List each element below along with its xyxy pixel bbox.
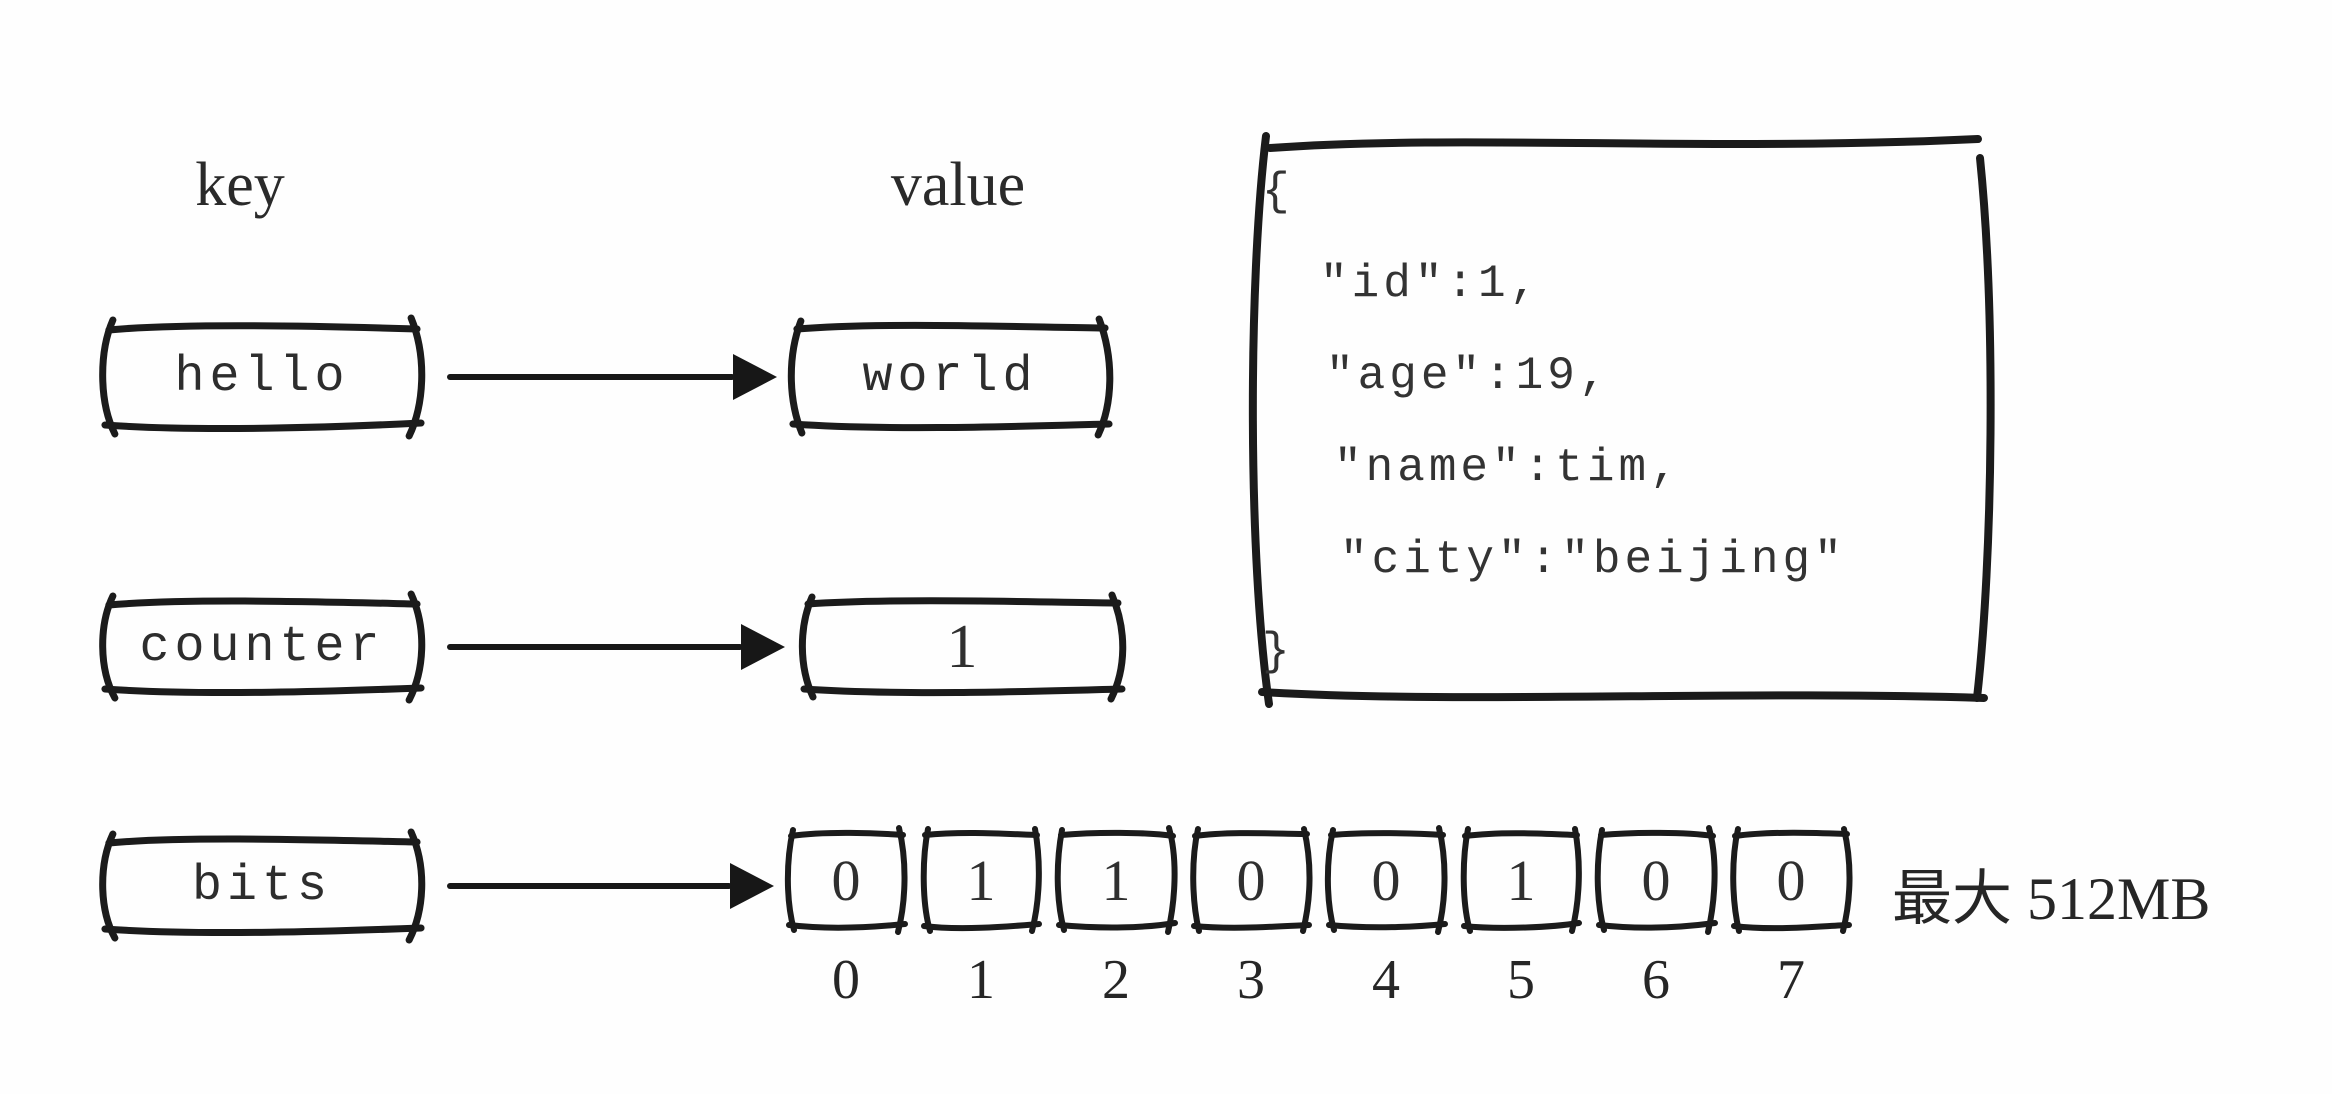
bit-index-6: 6 — [1642, 949, 1670, 1011]
json-content: { "id":1, "age":19, "name":tim, "city":"… — [1262, 146, 1982, 698]
key-box-bits: bits — [93, 831, 431, 941]
bit-index-0: 0 — [832, 949, 860, 1011]
bit-cell-3: 0 — [1186, 826, 1316, 934]
json-line-age: "age":19, — [1326, 350, 1611, 402]
sketch-border — [1321, 826, 1451, 934]
key-box-hello-label: hello — [174, 348, 350, 406]
sketch-border — [916, 826, 1046, 934]
json-line-name: "name":tim, — [1334, 442, 1682, 494]
sketch-border — [1051, 826, 1181, 934]
sketch-border — [1726, 826, 1856, 934]
value-box-one: 1 — [792, 593, 1132, 701]
sketch-border — [93, 317, 431, 437]
bit-value: 0 — [1776, 847, 1806, 913]
sketch-border — [1591, 826, 1721, 934]
json-line-close: } — [1262, 626, 1294, 678]
arrow-counter-to-one — [447, 644, 743, 650]
bit-value: 1 — [966, 847, 996, 913]
value-box-one-label: 1 — [946, 612, 978, 681]
bit-cells-row: 0 1 1 — [781, 826, 1856, 934]
key-box-counter: counter — [93, 593, 431, 701]
sketch-border — [1186, 826, 1316, 934]
bit-value: 0 — [1236, 847, 1266, 913]
bit-index-row: 0 1 2 3 4 5 6 7 — [781, 948, 1856, 1012]
column-header-value: value — [890, 151, 1026, 219]
bit-index-5: 5 — [1507, 949, 1535, 1011]
key-box-counter-label: counter — [139, 618, 385, 676]
bit-cell-1: 1 — [916, 826, 1046, 934]
sketch-border — [93, 831, 431, 941]
key-box-hello: hello — [93, 317, 431, 437]
max-size-annotation: 最大 512MB — [1892, 866, 2211, 932]
json-box — [1236, 126, 2006, 711]
bit-cell-2: 1 — [1051, 826, 1181, 934]
bit-cell-4: 0 — [1321, 826, 1451, 934]
bit-value: 0 — [831, 847, 861, 913]
bit-index-1: 1 — [967, 949, 995, 1011]
bit-cell-5: 1 — [1456, 826, 1586, 934]
json-line-city: "city":"beijing" — [1340, 534, 1846, 586]
bit-index-3: 3 — [1237, 949, 1265, 1011]
sketch-border — [93, 593, 431, 701]
value-box-world: world — [781, 317, 1119, 437]
bit-index-7: 7 — [1777, 949, 1805, 1011]
bit-cell-7: 0 — [1726, 826, 1856, 934]
bit-value: 0 — [1371, 847, 1401, 913]
bit-cell-0: 0 — [781, 826, 911, 934]
json-line-id: "id":1, — [1320, 258, 1542, 310]
bit-value: 1 — [1506, 847, 1536, 913]
key-box-bits-label: bits — [191, 857, 333, 915]
column-header-key: key — [195, 151, 285, 219]
sketch-border — [1456, 826, 1586, 934]
bit-cell-6: 0 — [1591, 826, 1721, 934]
sketch-border — [1236, 126, 2006, 711]
json-line-open: { — [1262, 166, 1294, 218]
bit-index-4: 4 — [1372, 949, 1400, 1011]
value-box-world-label: world — [862, 348, 1038, 406]
bit-value: 0 — [1641, 847, 1671, 913]
sketch-border — [792, 593, 1132, 701]
arrow-bits-to-cells — [447, 883, 732, 889]
bit-value: 1 — [1101, 847, 1131, 913]
bit-index-2: 2 — [1102, 949, 1130, 1011]
sketch-border — [781, 317, 1119, 437]
sketch-border — [781, 826, 911, 934]
arrow-hello-to-world — [447, 374, 735, 380]
